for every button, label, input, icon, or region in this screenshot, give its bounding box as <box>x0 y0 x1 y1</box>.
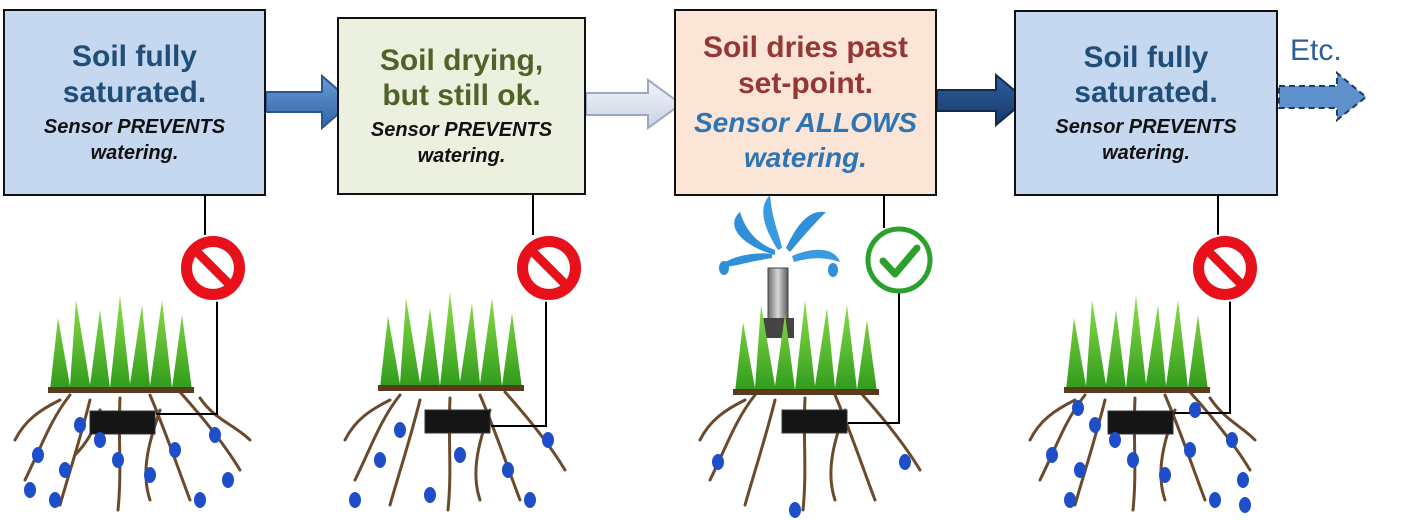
sensor-probe-icon <box>781 409 848 434</box>
headline-line: saturated. <box>1074 76 1218 109</box>
water-drop-icon <box>712 454 911 518</box>
arrow-icon <box>1278 70 1368 123</box>
sensor-line: Sensor ALLOWS <box>694 106 917 138</box>
sensor-probe-icon <box>1107 410 1174 435</box>
sensor-probe-icon <box>424 409 491 434</box>
stage-3-scene <box>698 195 933 518</box>
stage-1-scene <box>13 195 252 512</box>
stage-headline: Soil drying, but still ok. <box>380 43 543 114</box>
grass-icon <box>380 292 522 388</box>
sensor-line: Sensor PREVENTS <box>43 115 226 138</box>
grass-icon <box>1066 295 1208 390</box>
sensor-line: watering. <box>744 141 867 173</box>
sensor-line: watering. <box>1102 142 1190 165</box>
headline-line: Soil fully <box>1083 40 1209 74</box>
sensor-probe-icon <box>89 410 156 435</box>
sensor-line: watering. <box>90 141 179 164</box>
roots-icon <box>343 390 567 512</box>
roots-icon <box>1028 390 1257 512</box>
stage-3-box: Soil dries past set-point. Sensor ALLOWS… <box>674 9 937 196</box>
water-drop-icon <box>24 417 234 508</box>
stage-4-scene <box>1028 195 1259 513</box>
headline-line: Soil drying, <box>379 43 544 77</box>
prohibited-icon <box>1191 234 1259 302</box>
arrow-icon <box>585 78 683 130</box>
roots-icon <box>698 390 922 512</box>
sprinkler-icon <box>719 195 840 338</box>
headline-line: but still ok. <box>382 79 541 112</box>
grass-icon <box>735 300 877 392</box>
sensor-status: Sensor PREVENTS watering. <box>44 114 225 166</box>
stage-4-box: Soil fully saturated. Sensor PREVENTS wa… <box>1014 10 1278 196</box>
stage-headline: Soil fully saturated. <box>1074 40 1217 111</box>
checkmark-icon <box>865 226 933 294</box>
headline-line: Soil fully <box>71 40 197 74</box>
water-drop-icon <box>349 422 554 508</box>
stage-2-box: Soil drying, but still ok. Sensor PREVEN… <box>337 17 586 195</box>
sensor-wire <box>848 292 900 424</box>
sensor-wire <box>156 300 218 415</box>
prohibited-icon <box>515 234 583 302</box>
arrow-icon <box>936 72 1028 128</box>
sensor-line: watering. <box>417 145 506 168</box>
headline-line: set-point. <box>737 66 873 100</box>
headline-line: Soil dries past <box>702 31 909 65</box>
sensor-status: Sensor PREVENTS watering. <box>371 117 552 169</box>
stage-1-box: Soil fully saturated. Sensor PREVENTS wa… <box>3 9 266 196</box>
sensor-line: Sensor PREVENTS <box>1055 116 1237 139</box>
headline-line: saturated. <box>62 75 207 109</box>
sensor-wire <box>491 300 547 427</box>
water-drop-icon <box>1046 400 1251 513</box>
continuation-label: Etc. <box>1290 34 1342 67</box>
sensor-line: Sensor PREVENTS <box>370 119 553 142</box>
stage-headline: Soil fully saturated. <box>63 39 206 110</box>
stage-2-scene <box>343 195 583 512</box>
sensor-status: Sensor ALLOWS watering. <box>694 105 917 175</box>
stage-headline: Soil dries past set-point. <box>703 30 908 101</box>
prohibited-icon <box>179 234 247 302</box>
roots-icon <box>13 390 252 512</box>
sensor-status: Sensor PREVENTS watering. <box>1055 114 1236 166</box>
grass-icon <box>50 295 192 390</box>
